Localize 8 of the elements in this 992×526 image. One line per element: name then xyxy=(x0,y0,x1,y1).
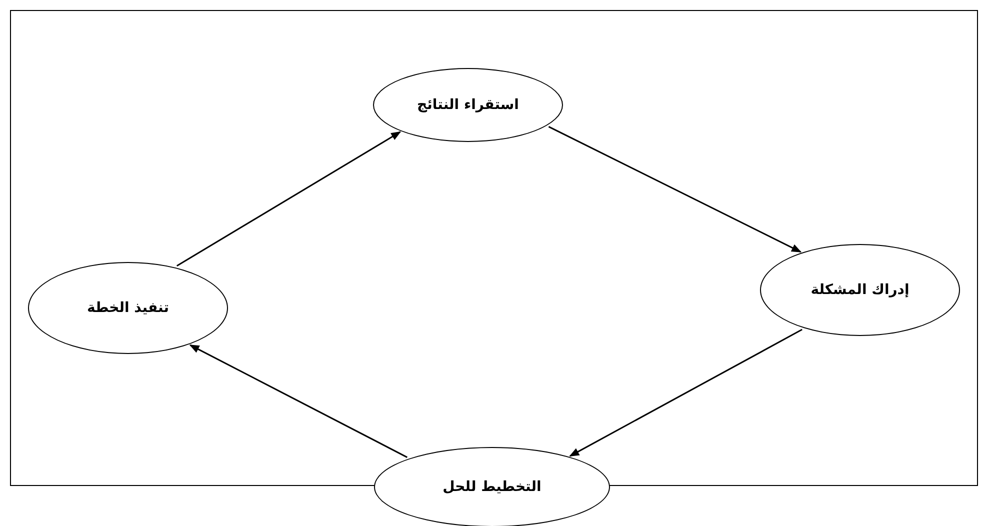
arrow xyxy=(176,131,402,266)
node-label: استقراء النتائج xyxy=(417,97,519,113)
arrow xyxy=(548,126,802,253)
node-label: التخطيط للحل xyxy=(442,479,542,495)
arrow xyxy=(569,328,802,457)
arrow xyxy=(189,344,408,458)
node-label: إدراك المشكلة xyxy=(810,282,910,298)
node-label: تنفيذ الخطة xyxy=(87,300,169,316)
